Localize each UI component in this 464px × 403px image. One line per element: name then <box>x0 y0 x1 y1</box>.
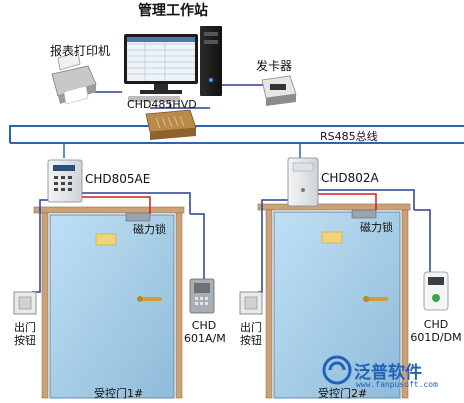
bus-label: RS485总线 <box>320 130 378 143</box>
door-1-panel <box>49 214 175 399</box>
printer-device <box>51 51 97 105</box>
lock-2-label: 磁力锁 <box>360 221 393 234</box>
converter-device <box>145 109 197 140</box>
watermark-logo-icon <box>322 355 352 385</box>
printer-label: 报表打印机 <box>50 44 111 58</box>
reader-1-device <box>189 278 215 314</box>
workstation-title: 管理工作站 <box>138 3 208 19</box>
door-1-label: 受控门1# <box>94 387 144 400</box>
door-2-label: 受控门2# <box>318 387 368 400</box>
controller-1-label: CHD805AE <box>85 172 151 186</box>
lock-1-label: 磁力锁 <box>133 223 166 236</box>
door-2-assembly <box>257 203 411 399</box>
rs485-bus <box>9 125 464 158</box>
converter-label: CHD485HVD <box>127 98 197 111</box>
exit-button-1-device <box>13 291 37 315</box>
exit-button-1-label: 出门 按钮 <box>14 321 36 347</box>
controller-2-label: CHD802A <box>321 171 379 185</box>
watermark-url: www.fanpusoft.com <box>356 380 438 389</box>
controller-2-device <box>287 157 319 207</box>
reader-1-label: CHD 601A/M <box>184 319 226 345</box>
door-1-assembly <box>33 206 185 399</box>
controller-1-device <box>47 159 83 203</box>
card-issuer-device <box>261 75 297 106</box>
card-issuer-label: 发卡器 <box>256 59 293 73</box>
workstation-computer <box>124 26 222 102</box>
exit-button-2-device <box>239 291 263 315</box>
door-1-maglock <box>125 212 151 222</box>
reader-2-device <box>423 271 449 311</box>
exit-button-2-label: 出门 按钮 <box>240 321 262 347</box>
watermark-brand: 泛普软件 <box>354 363 422 383</box>
door-2-maglock <box>351 209 377 219</box>
reader-2-label: CHD 601D/DM <box>410 318 462 344</box>
door-1-lintel <box>33 206 185 214</box>
